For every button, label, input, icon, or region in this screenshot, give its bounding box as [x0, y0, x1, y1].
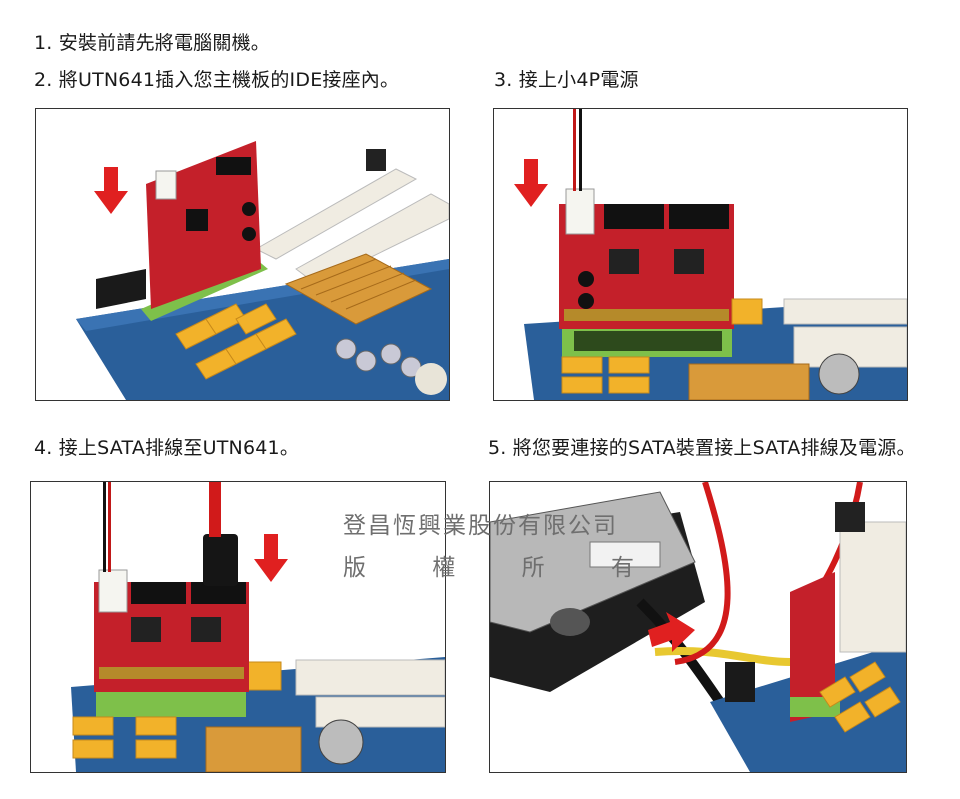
power-arrow-icon [514, 159, 548, 207]
step-4-title: 4. 接上SATA排線至UTN641。 [34, 437, 300, 459]
step-1-title: 1. 安裝前請先將電腦關機。 [34, 32, 270, 54]
watermark-rights: 版 權 所 有 [343, 548, 691, 582]
photo-step-5 [489, 481, 907, 773]
watermark-char-4: 有 [610, 555, 636, 581]
photo-step-4 [30, 481, 446, 773]
step-2-title: 2. 將UTN641插入您主機板的IDE接座內。 [34, 69, 400, 91]
step-5-title: 5. 將您要連接的SATA裝置接上SATA排線及電源。 [488, 437, 916, 459]
sata-cable-illustration [31, 482, 445, 772]
step-3-title: 3. 接上小4P電源 [494, 69, 639, 91]
watermark-char-2: 權 [432, 555, 458, 581]
photo-step-3 [493, 108, 908, 401]
watermark-company: 登昌恆興業股份有限公司 [343, 513, 618, 539]
sata-arrow-icon [254, 534, 288, 582]
connect-arrow-icon [648, 612, 695, 652]
watermark-char-1: 版 [343, 555, 368, 581]
insert-arrow-icon [94, 167, 128, 214]
watermark-char-3: 所 [521, 555, 547, 581]
motherboard-insert-illustration [76, 141, 449, 400]
photo-step-2 [35, 108, 450, 401]
hard-drive-connection-illustration [490, 482, 906, 772]
power-connector-illustration [494, 109, 907, 400]
